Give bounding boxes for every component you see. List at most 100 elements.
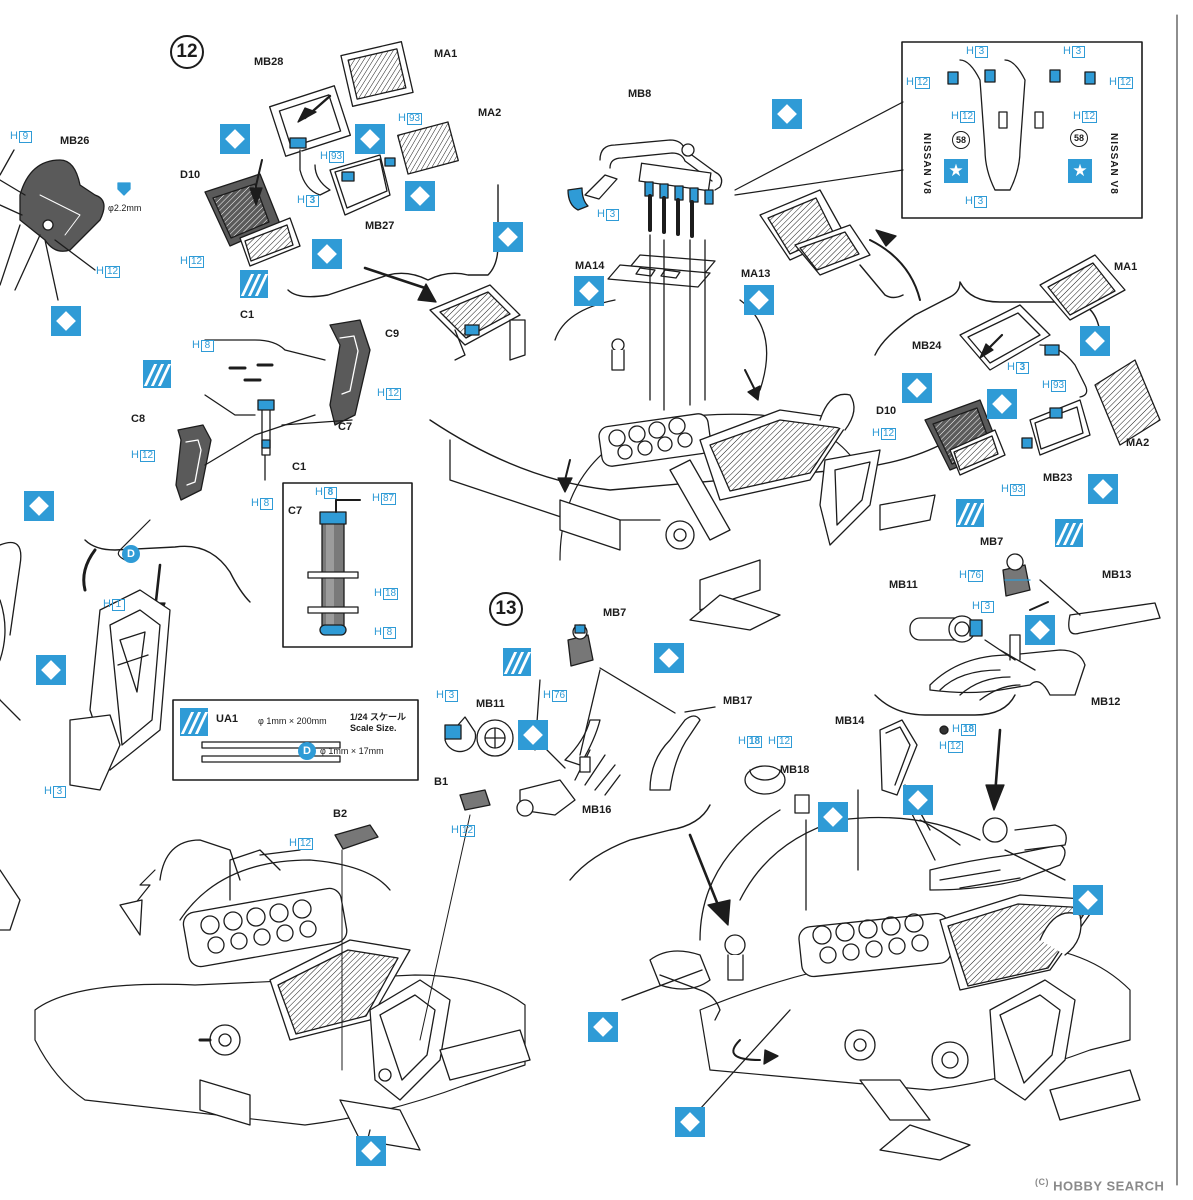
hole-diameter-note: φ2.2mm <box>108 203 142 213</box>
diamond-icon <box>1088 474 1118 504</box>
watermark: (C) HOBBY SEARCH <box>1035 1177 1165 1194</box>
part-label: MB7 <box>980 536 1004 548</box>
part-label: B2 <box>333 808 348 820</box>
diamond-icon <box>654 643 684 673</box>
part-count-circle: 58 <box>952 131 970 149</box>
diamond-icon <box>355 124 385 154</box>
part-label: D10 <box>180 169 201 181</box>
glue-icon <box>143 360 171 388</box>
part-label: D10 <box>876 405 897 417</box>
part-label: MB18 <box>780 764 810 776</box>
diamond-icon <box>518 720 548 750</box>
glue-icon <box>1055 519 1083 547</box>
diamond-icon <box>903 785 933 815</box>
part-label: MB28 <box>254 56 284 68</box>
part-label: MA2 <box>1126 437 1150 449</box>
part-d-mark: D <box>122 545 140 563</box>
engine-label: NISSAN V8 <box>921 133 932 195</box>
diamond-icon <box>51 306 81 336</box>
part-label: MB27 <box>365 220 395 232</box>
diamond-icon <box>1080 326 1110 356</box>
part-count-circle: 58 <box>1070 129 1088 147</box>
diamond-icon <box>588 1012 618 1042</box>
part-label: MB8 <box>628 88 652 100</box>
part-label: MB7 <box>603 607 627 619</box>
part-d-mark: D <box>298 742 316 760</box>
diamond-icon <box>744 285 774 315</box>
part-label: MA14 <box>575 260 605 272</box>
part-label: MB17 <box>723 695 753 707</box>
engine-label: NISSAN V8 <box>1108 133 1119 195</box>
part-label: MB11 <box>889 579 918 591</box>
diamond-icon <box>772 99 802 129</box>
part-label: MB24 <box>912 340 942 352</box>
part-label: C1 <box>240 309 255 321</box>
diamond-icon <box>356 1136 386 1166</box>
glue-icon <box>956 499 984 527</box>
part-label: MB26 <box>60 135 90 147</box>
part-label: C9 <box>385 328 400 340</box>
diamond-icon <box>902 373 932 403</box>
scale-size-jp: 1/24 スケール <box>350 712 407 722</box>
glue-icon <box>180 708 208 736</box>
diamond-icon <box>312 239 342 269</box>
part-label: MB23 <box>1043 472 1073 484</box>
part-label: MA13 <box>741 268 771 280</box>
scale-size-en: Scale Size. <box>350 723 397 733</box>
part-label: B1 <box>434 776 449 788</box>
diamond-icon <box>493 222 523 252</box>
part-label: C1 <box>292 461 307 473</box>
diamond-icon <box>987 389 1017 419</box>
d-spec: φ 1mm × 17mm <box>320 746 384 756</box>
part-label: MB11 <box>476 698 505 710</box>
step-number-12: 12 <box>170 35 204 69</box>
part-label: MA2 <box>478 107 502 119</box>
star-icon: ★ <box>1068 159 1092 183</box>
part-label: C7 <box>288 505 303 517</box>
star-icon: ★ <box>944 159 968 183</box>
part-label: MB13 <box>1102 569 1132 581</box>
diamond-icon <box>24 491 54 521</box>
part-label-ua1: UA1 <box>216 713 239 725</box>
glue-icon <box>503 648 531 676</box>
step-number-13: 13 <box>489 592 523 626</box>
part-label: C8 <box>131 413 146 425</box>
part-label: MB14 <box>835 715 865 727</box>
diamond-icon <box>405 181 435 211</box>
part-label: MB16 <box>582 804 612 816</box>
diamond-icon <box>1073 885 1103 915</box>
